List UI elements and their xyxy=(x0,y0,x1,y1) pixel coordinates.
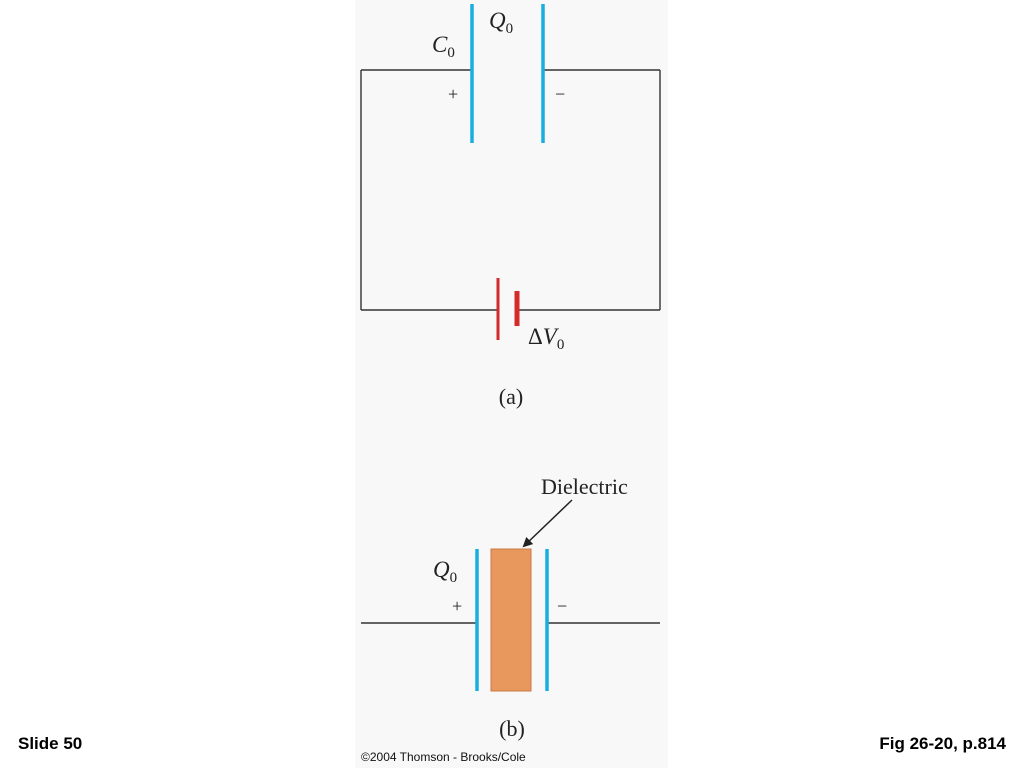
minus-sign-a: − xyxy=(555,84,565,104)
capacitance-label: C0 xyxy=(432,32,455,61)
charge-label-a: Q0 xyxy=(489,8,513,37)
circuit-a: C0 Q0 + − ΔV0 (a) xyxy=(360,4,661,409)
caption-b: (b) xyxy=(499,716,525,741)
dielectric-slab xyxy=(490,548,532,692)
slide-number: Slide 50 xyxy=(18,734,83,753)
voltage-label: ΔV0 xyxy=(528,324,564,353)
minus-sign-b: − xyxy=(557,596,567,616)
capacitor-b: Dielectric Q0 + − (b) xyxy=(361,474,660,741)
copyright-notice: ©2004 Thomson - Brooks/Cole xyxy=(361,750,526,764)
figure-reference: Fig 26-20, p.814 xyxy=(879,734,1006,753)
caption-a: (a) xyxy=(499,384,523,409)
dielectric-label: Dielectric xyxy=(541,474,628,499)
dielectric-arrow xyxy=(522,499,573,548)
charge-label-b: Q0 xyxy=(433,557,457,586)
plus-sign-b: + xyxy=(452,596,462,616)
plus-sign-a: + xyxy=(448,84,458,104)
